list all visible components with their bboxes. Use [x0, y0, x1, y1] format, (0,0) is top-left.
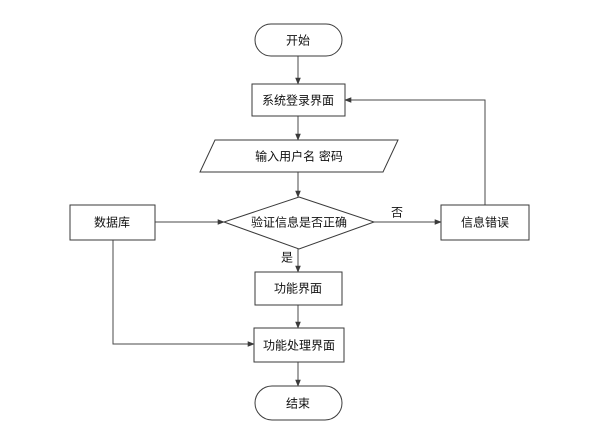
edge-label-no: 否: [391, 206, 403, 220]
start-node: 开始: [254, 23, 343, 57]
database-label: 数据库: [94, 215, 130, 230]
process-node: 功能处理界面: [253, 327, 345, 363]
process-label: 功能处理界面: [263, 339, 335, 353]
edge-label-yes: 是: [281, 251, 293, 265]
login-node: 系统登录界面: [251, 83, 346, 117]
input-node: 输入用户名 密码: [199, 139, 399, 173]
database-node: 数据库: [69, 204, 156, 241]
login-label: 系统登录界面: [262, 93, 334, 108]
connectors: [112, 56, 486, 387]
edge-database-process: [112, 240, 255, 347]
input-label: 输入用户名 密码: [255, 149, 343, 164]
function-label: 功能界面: [274, 282, 322, 296]
end-label: 结束: [286, 397, 310, 411]
verify-node: 验证信息是否正确: [222, 196, 376, 250]
edge-error-login: [344, 97, 486, 205]
error-node: 信息错误: [440, 204, 530, 241]
error-label: 信息错误: [461, 215, 509, 230]
start-label: 开始: [286, 34, 310, 48]
function-node: 功能界面: [254, 271, 343, 306]
verify-label: 验证信息是否正确: [251, 215, 347, 230]
end-node: 结束: [254, 385, 343, 421]
